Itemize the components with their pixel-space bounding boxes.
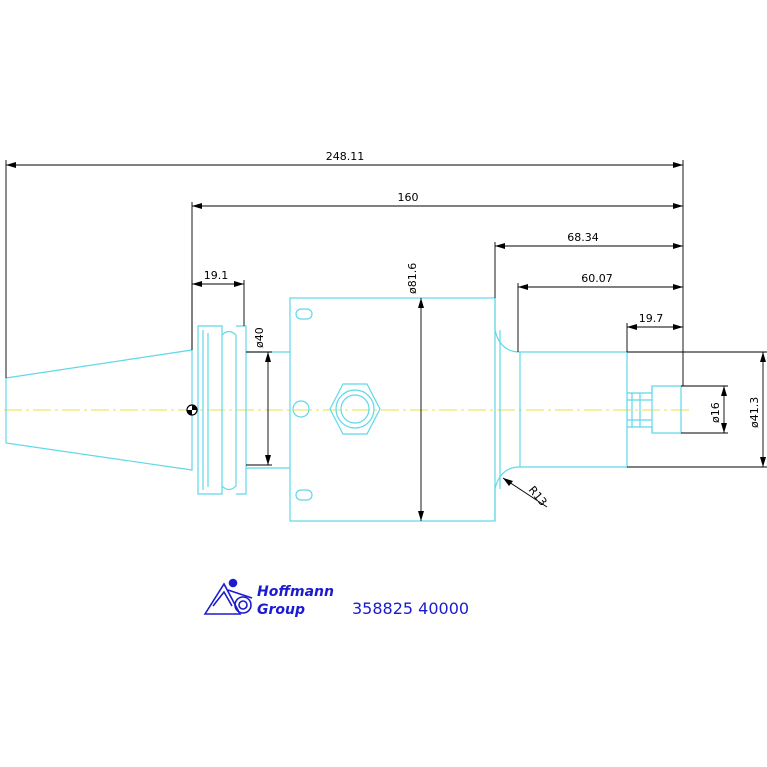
dim-radius: R13 [526, 484, 550, 509]
dim-dia-81: ø81.6 [406, 263, 419, 294]
dim-dia-16: ø16 [709, 402, 722, 423]
dim-flange-width: 19.1 [204, 269, 229, 282]
tool-holder-outline [5, 297, 682, 522]
dim-length-68: 68.34 [567, 231, 599, 244]
part-number: 358825 40000 [352, 599, 469, 618]
dim-overall-length: 248.11 [326, 150, 365, 163]
dim-dia-40: ø40 [253, 327, 266, 348]
logo-line2: Group [257, 602, 305, 618]
dim-gauge-length: 160 [398, 191, 419, 204]
hoffmann-logo: Hoffmann Group [203, 578, 334, 618]
dim-length-19-7: 19.7 [639, 312, 664, 325]
logo-mark-icon [203, 578, 253, 615]
logo-line1: Hoffmann [257, 584, 334, 600]
dim-length-60: 60.07 [581, 272, 613, 285]
dimension-lines [5, 160, 767, 521]
dim-dia-41: ø41.3 [748, 397, 761, 428]
